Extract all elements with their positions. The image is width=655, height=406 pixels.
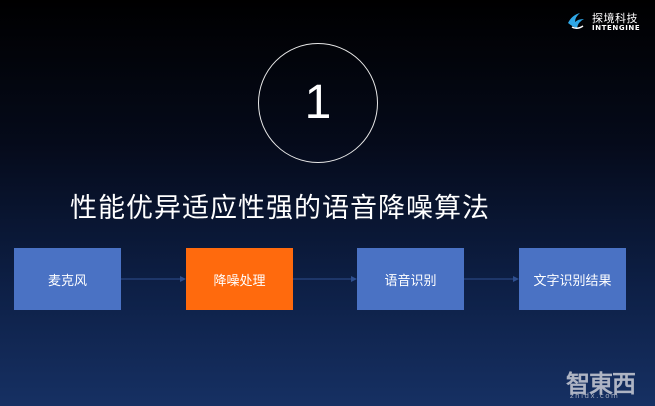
flow-arrow-2 (293, 276, 357, 282)
slide-headline: 性能优异适应性强的语音降噪算法 (70, 193, 490, 224)
brand-name-cn: 探境科技 (592, 12, 638, 25)
watermark-name: 智東西 (566, 370, 636, 398)
intengine-logo-icon (568, 13, 584, 30)
flow-arrow-1 (121, 276, 186, 282)
brand-logo: 探境科技 INTENGINE (566, 8, 652, 34)
flow-step-text-result: 文字识别结果 (519, 248, 626, 310)
watermark-domain: zhidx.com (570, 392, 620, 400)
flow-arrow-3 (464, 276, 519, 282)
watermark: 智東西 zhidx.com (566, 364, 650, 402)
flow-step-noise-reduction: 降噪处理 (186, 248, 293, 310)
brand-name-en: INTENGINE (592, 24, 641, 32)
slide-number: 1 (304, 76, 332, 129)
flow-step-speech-recognition: 语音识别 (357, 248, 464, 310)
slide-number-circle: 1 (258, 43, 378, 163)
flow-step-microphone: 麦克风 (14, 248, 121, 310)
